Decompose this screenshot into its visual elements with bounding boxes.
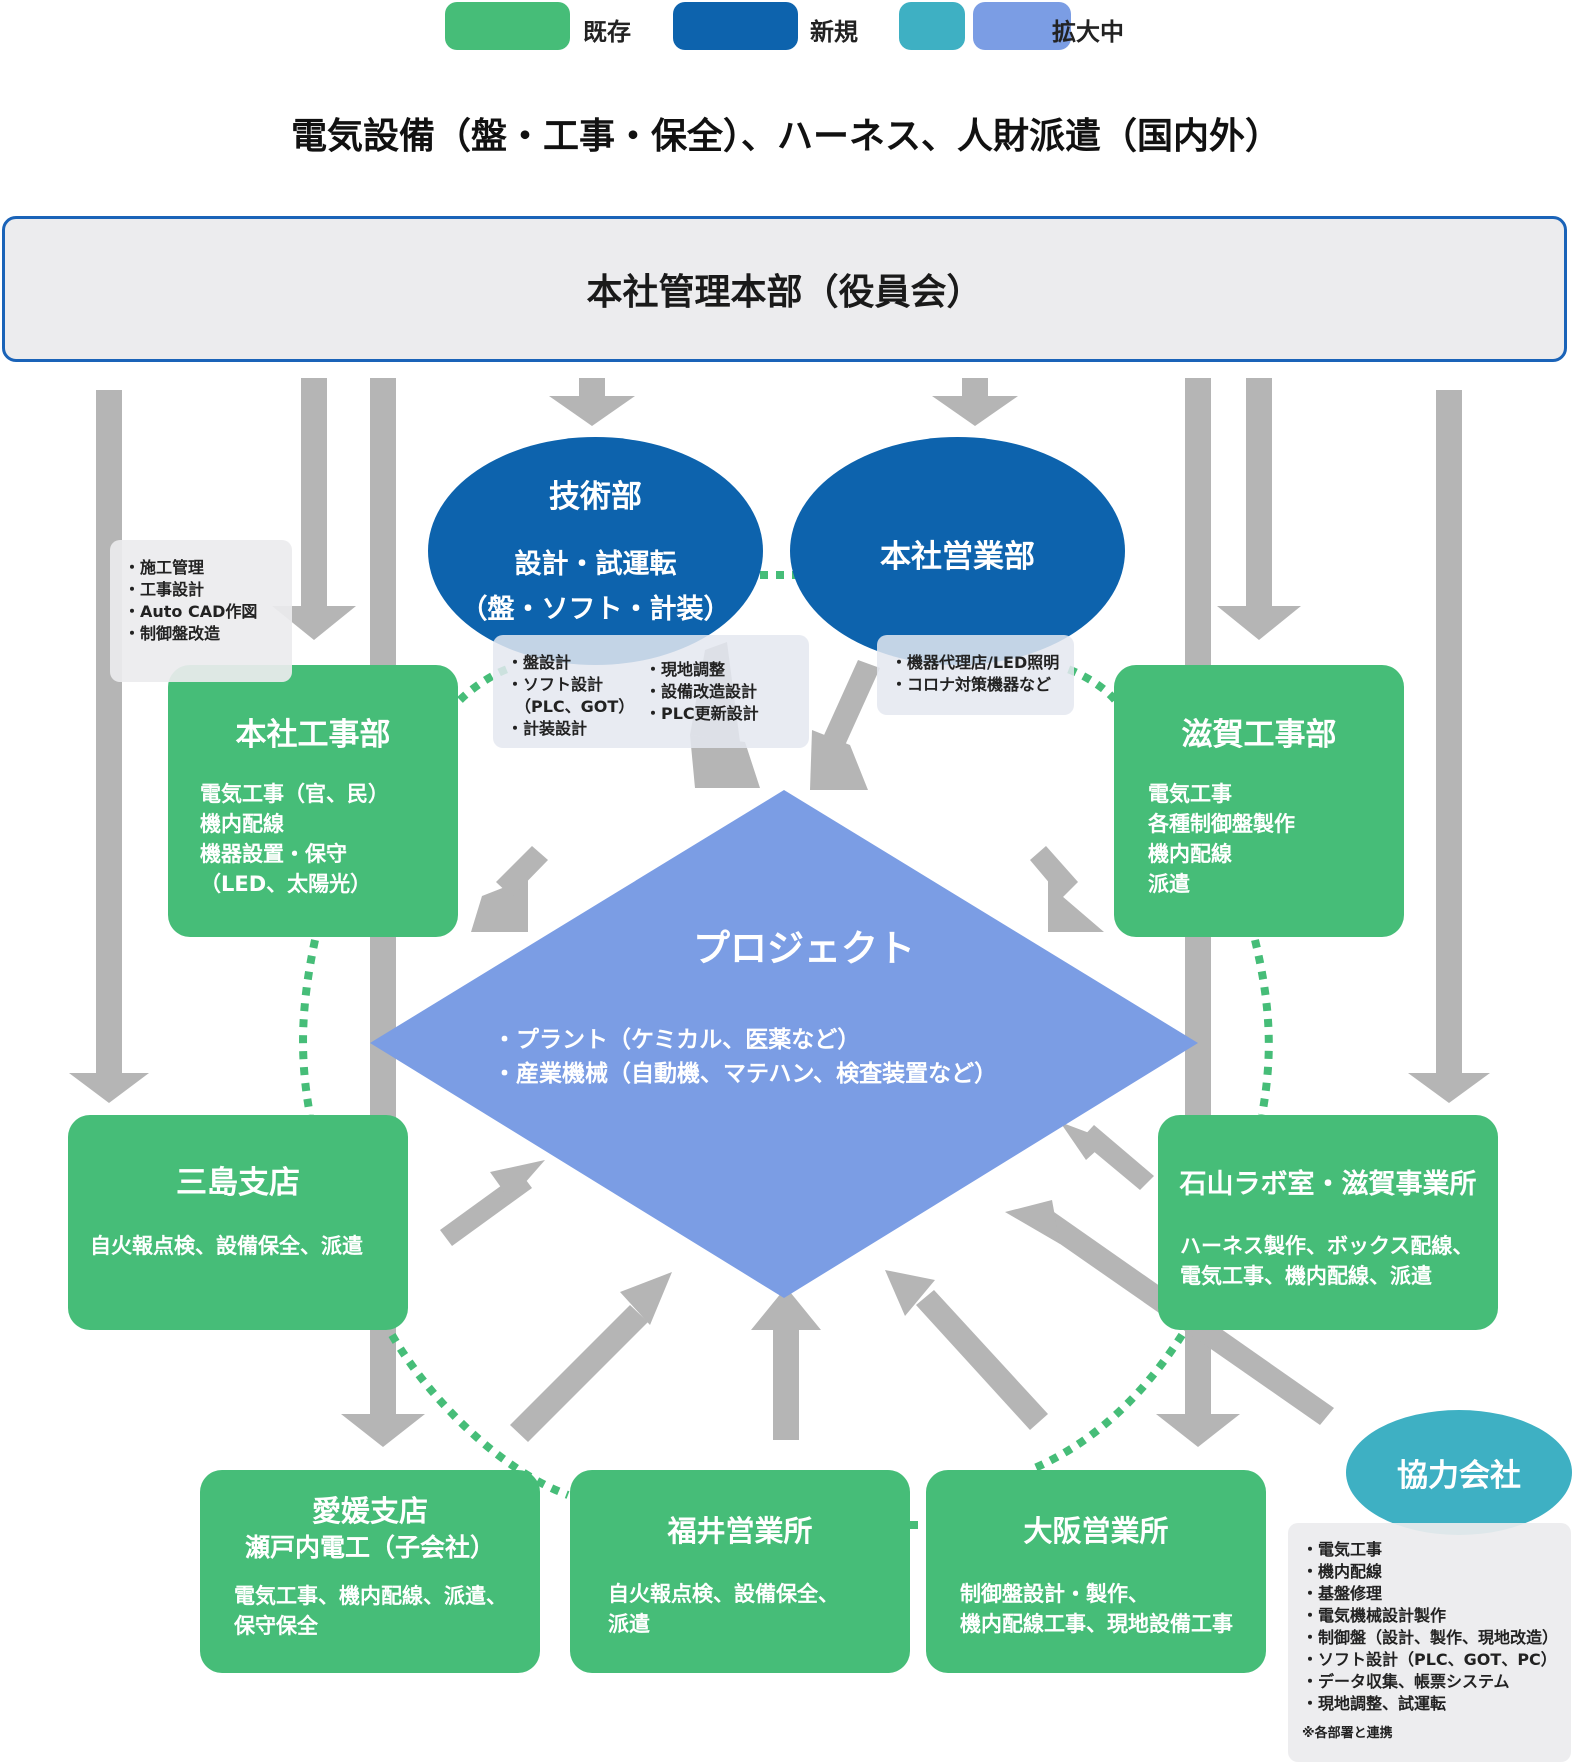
legend-label-existing: 既存 [583,18,631,46]
project-item-1: ・プラント（ケミカル、医薬など） [493,1027,861,1053]
honsha-koji-name: 本社工事部 [235,717,391,753]
note-item: ・ソフト設計 [507,675,604,694]
arrow-hq-to-tech [549,378,635,426]
note-item: ・設備改造設計 [645,682,758,701]
arrow-hq-to-shiga-koji [1217,378,1301,640]
note-item: ・制御盤（設計、製作、現地改造） [1302,1628,1559,1647]
note-item: ・現地調整 [645,660,726,679]
note-item: ・電気機械設計製作 [1302,1606,1447,1625]
diagram-title: 電気設備（盤・工事・保全）、ハーネス、人財派遣（国内外） [290,116,1281,157]
arrow-hq-to-sales [932,378,1018,426]
sales-dept-notes: ・機器代理店/LED照明 ・コロナ対策機器など [877,635,1074,715]
headquarters-box: 本社管理本部（役員会） [2,216,1567,362]
note-item: ・電気工事 [1302,1540,1383,1559]
note-item: ・盤設計 [507,653,572,672]
note-item: ・データ収集、帳票システム [1302,1672,1510,1691]
tech-dept-ellipse: 技術部 設計・試運転 （盤・ソフト・計装） [428,437,763,665]
note-item: ・基盤修理 [1302,1584,1383,1603]
partner-ellipse: 協力会社 [1346,1410,1572,1535]
note-item: （PLC、GOT） [507,697,635,716]
mishima-name: 三島支店 [176,1165,300,1201]
dots-lower-right-ring [1028,1332,1186,1474]
fukui-box: 福井営業所 自火報点検、設備保全、 派遣 [570,1470,910,1673]
tech-dept-notes: ・盤設計 ・ソフト設計 （PLC、GOT） ・計装設計 ・現地調整 ・設備改造設… [493,635,809,748]
headquarters-label: 本社管理本部（役員会） [586,272,983,313]
arrow-osaka-to-project [885,1270,1048,1430]
osaka-desc: 制御盤設計・製作、 機内配線工事、現地設備工事 [960,1582,1233,1637]
tech-dept-sub1: 設計・試運転 [514,549,677,580]
honsha-koji-desc: 電気工事（官、民） 機内配線 機器設置・保守 （LED、太陽光） [200,781,389,896]
ishiyama-box: 石山ラボ室・滋賀事業所 ハーネス製作、ボックス配線、 電気工事、機内配線、派遣 [1158,1115,1498,1330]
project-name: プロジェクト [693,927,915,970]
arrow-mishima-to-project [440,1160,545,1246]
partner-footnote: ※各部署と連携 [1302,1726,1393,1741]
note-item: ・現地調整、試運転 [1302,1694,1447,1713]
note-item: ・コロナ対策機器など [891,675,1052,694]
fukui-name: 福井営業所 [667,1514,813,1548]
arrow-hq-to-honsha-koji [272,378,356,640]
shiga-koji-box: 滋賀工事部 電気工事 各種制御盤製作 機内配線 派遣 [1114,665,1404,937]
shiga-koji-desc: 電気工事 各種制御盤製作 機内配線 派遣 [1148,781,1295,896]
legend-label-expanding: 拡大中 [1052,18,1124,46]
project-item-2: ・産業機械（自動機、マテハン、検査装置など） [493,1061,998,1087]
legend-swatch-expanding-teal [899,2,965,50]
partner-notes: ・電気工事 ・機内配線 ・基盤修理 ・電気機械設計製作 ・制御盤（設計、製作、現… [1288,1523,1571,1762]
note-item: ・ソフト設計（PLC、GOT、PC） [1302,1650,1557,1669]
note-item: ・機内配線 [1302,1562,1383,1581]
arrow-sales-to-project [810,660,880,790]
note-item: ・計装設計 [507,719,588,738]
fukui-desc: 自火報点検、設備保全、 派遣 [608,1582,839,1637]
project-diamond [370,790,1198,1298]
osaka-box: 大阪営業所 制御盤設計・製作、 機内配線工事、現地設備工事 [926,1470,1266,1673]
ishiyama-desc: ハーネス製作、ボックス配線、 電気工事、機内配線、派遣 [1180,1234,1474,1289]
shiga-koji-name: 滋賀工事部 [1181,717,1337,753]
ehime-box: 愛媛支店 瀬戸内電工（子会社） 電気工事、機内配線、派遣、 保守保全 [200,1470,540,1673]
tech-dept-name: 技術部 [549,479,642,515]
arrow-honsha-to-project [471,846,548,932]
arrow-ishiyama-to-project [1060,1122,1154,1190]
legend-label-new: 新規 [810,18,858,46]
arrow-hq-to-ishiyama [1408,390,1490,1103]
osaka-name: 大阪営業所 [1023,1514,1169,1548]
ishiyama-name: 石山ラボ室・滋賀事業所 [1179,1169,1477,1200]
dots-lower-left-ring [388,1332,570,1499]
arrow-shiga-to-project [1030,846,1104,932]
note-item: ・Auto CAD作図 [124,602,258,621]
sales-dept-name: 本社営業部 [880,539,1035,575]
mishima-desc: 自火報点検、設備保全、派遣 [90,1233,363,1258]
legend-swatch-existing [445,2,570,50]
ehime-sub: 瀬戸内電工（子会社） [244,1533,495,1563]
legend-swatch-expanding-blue [973,2,1071,50]
honsha-koji-box: 本社工事部 電気工事（官、民） 機内配線 機器設置・保守 （LED、太陽光） [168,665,458,937]
note-item: ・工事設計 [124,580,205,599]
ehime-name: 愛媛支店 [311,1494,428,1528]
note-item: ・PLC更新設計 [645,704,759,723]
arrow-ehime-to-project [510,1272,672,1442]
note-item: ・制御盤改造 [124,624,221,643]
arrow-hq-to-mishima [69,390,149,1103]
note-item: ・機器代理店/LED照明 [891,653,1060,672]
legend-swatch-new [673,2,798,50]
honsha-koji-notes: ・施工管理 ・工事設計 ・Auto CAD作図 ・制御盤改造 [110,540,292,682]
arrow-fukui-to-project [751,1287,821,1440]
tech-dept-sub2: （盤・ソフト・計装） [460,594,731,625]
mishima-box: 三島支店 自火報点検、設備保全、派遣 [68,1115,408,1330]
sales-dept-ellipse: 本社営業部 [790,437,1125,665]
ehime-desc: 電気工事、機内配線、派遣、 保守保全 [234,1583,507,1638]
note-item: ・施工管理 [124,558,205,577]
partner-name: 協力会社 [1397,1458,1521,1494]
